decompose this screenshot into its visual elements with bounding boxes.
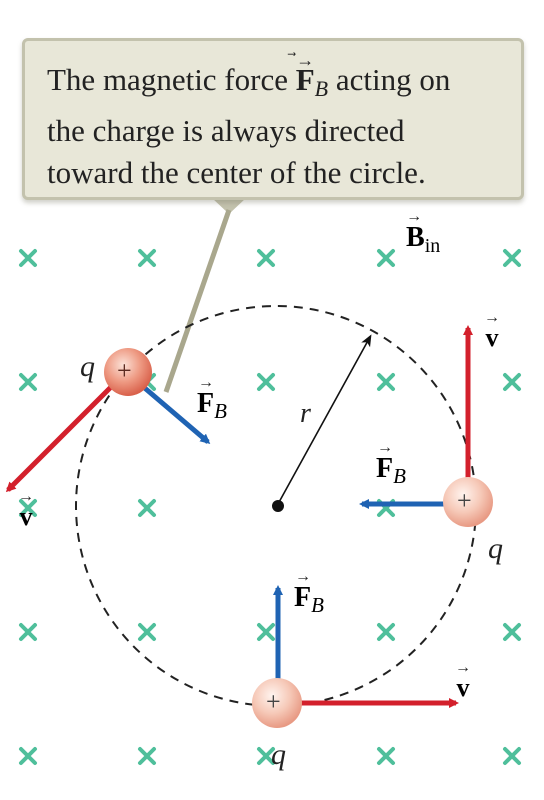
force-label-bottom: → FB [294, 569, 324, 618]
field-x-icon [19, 623, 37, 641]
field-x-icon [19, 499, 37, 517]
field-x-icon [377, 747, 395, 765]
vector-arrow-icon: → [484, 309, 500, 326]
field-x-icon [257, 623, 275, 641]
velocity-label-bottom: → v [455, 659, 471, 703]
charge-right [443, 477, 493, 527]
field-label: → Bin [406, 209, 441, 258]
vector-arrow-icon: → [406, 208, 423, 225]
velocity-symbol: v [485, 323, 499, 352]
charge-label-top-left: q [80, 350, 95, 383]
plus-right: + [457, 486, 472, 515]
velocity-label-right: → v [484, 309, 500, 353]
field-x-icon [503, 373, 521, 391]
callout-line1-start: The magnetic force [47, 62, 296, 97]
force-symbol: F [197, 388, 215, 419]
field-subscript: in [424, 235, 441, 257]
field-x-icon [138, 249, 156, 267]
callout-line2: the charge is always directed [47, 113, 405, 148]
velocity-arrow-top-left [5, 376, 122, 493]
plus-bottom: + [266, 687, 281, 716]
field-x-icon [19, 373, 37, 391]
callout-pointer-line [163, 209, 232, 393]
force-symbol: F [376, 453, 394, 484]
velocity-symbol: v [19, 502, 33, 531]
field-x-icon [503, 747, 521, 765]
field-x-icon [138, 499, 156, 517]
force-symbol: F [294, 582, 312, 613]
charge-label-right: q [488, 532, 503, 565]
callout-line3: toward the center of the circle. [47, 155, 426, 190]
field-x-icon [257, 249, 275, 267]
callout-pointer-tab [212, 198, 246, 214]
radius-label: r [300, 398, 311, 429]
field-x-icon [377, 373, 395, 391]
charge-top-left [104, 348, 152, 396]
callout-text: The magnetic force ⃗→FB acting on the ch… [47, 50, 501, 194]
force-arrow-top-left [138, 382, 211, 444]
field-x-icon [138, 747, 156, 765]
vector-arrow-icon: → [376, 439, 393, 456]
center-dot [272, 500, 284, 512]
velocity-symbol: v [456, 673, 470, 702]
field-symbol: B [406, 222, 425, 253]
field-x-icon [377, 249, 395, 267]
field-x-icon [503, 623, 521, 641]
field-x-icon [138, 623, 156, 641]
callout-force-symbol: F [295, 62, 315, 97]
field-x-icon [503, 249, 521, 267]
field-x-icon [257, 373, 275, 391]
vector-arrow-icon: → [294, 568, 311, 585]
force-subscript: B [311, 593, 324, 617]
radius-arrow [277, 334, 372, 505]
callout-box: The magnetic force ⃗→FB acting on the ch… [22, 38, 524, 200]
force-subscript: B [214, 399, 227, 423]
callout-force-vector: ⃗→F [295, 50, 315, 101]
force-label-right: → FB [376, 440, 406, 489]
force-subscript: B [393, 464, 406, 488]
vector-arrow-icon: → [455, 659, 471, 676]
vector-arrow-icon: → [197, 374, 214, 391]
field-x-icon [19, 249, 37, 267]
field-x-icon [257, 747, 275, 765]
vector-arrow-icon: → [18, 488, 34, 505]
callout-line1-end: acting on [328, 62, 451, 97]
vector-arrow-icon: ⃗→ [296, 50, 315, 70]
force-label-top-left: → FB [197, 375, 227, 424]
field-x-icon [19, 747, 37, 765]
callout-force-subscript: B [314, 76, 329, 101]
charge-bottom [252, 678, 302, 728]
field-x-icon [377, 623, 395, 641]
charge-label-bottom: q [271, 738, 286, 771]
velocity-label-top-left: → v [18, 488, 34, 532]
plus-top-left: + [117, 356, 132, 385]
